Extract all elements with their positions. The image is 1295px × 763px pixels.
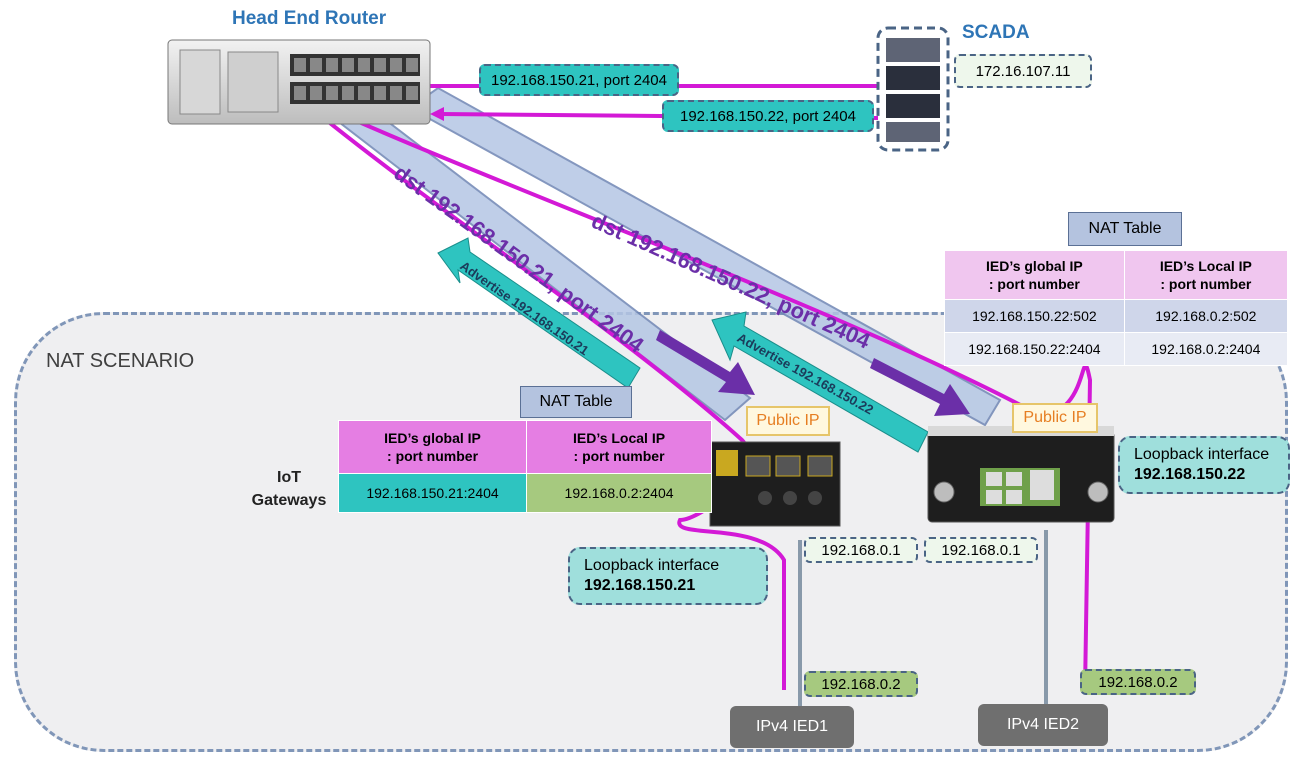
arrowhead-2 [430,107,444,121]
nat-table-2-header-global: IED’s global IP: port number [944,250,1125,300]
iot-gateway-1-device [709,441,841,527]
nat-table-1-title: NAT Table [520,386,632,418]
ied2-ip: 192.168.0.2 [1080,669,1196,695]
scada-server-device [876,26,950,152]
advertise-arrow-1 [437,237,641,389]
gateway-1-public-ip: Public IP [746,406,830,436]
head-end-router-device [167,39,431,125]
head-end-router-title: Head End Router [232,8,387,29]
ied1-device: IPv4 IED1 [730,706,854,748]
nat-table-2-title: NAT Table [1068,212,1182,246]
scada-ip: 172.16.107.11 [954,54,1092,88]
gateway-2-public-ip: Public IP [1012,403,1098,433]
gateway-2-lan-ip: 192.168.0.1 [924,537,1038,563]
advertise-arrow-2 [711,311,929,453]
link-label-2: 192.168.150.22, port 2404 [662,100,874,132]
scenario-label: NAT SCENARIO [46,350,195,372]
ied2-device: IPv4 IED2 [978,704,1108,746]
nat-table-1-header-global: IED’s global IP: port number [337,420,528,474]
tunnel-arrow-2 [870,358,970,416]
tunnel-arrow-1 [656,330,755,395]
table-row: 192.168.150.21:2404 192.168.0.2:2404 [337,473,712,513]
table-row: 192.168.150.22:502 192.168.0.2:502 [944,299,1289,333]
nat-table-1-header-local: IED’s Local IP: port number [526,420,712,474]
scada-title: SCADA [962,22,1030,43]
nat-table-2: IED’s global IP: port number IED’s Local… [944,250,1289,366]
ied1-ip: 192.168.0.2 [804,671,918,697]
nat-table-1: IED’s global IP: port number IED’s Local… [337,420,712,513]
gateway-1-lan-ip: 192.168.0.1 [804,537,918,563]
table-row: 192.168.150.22:2404 192.168.0.2:2404 [944,332,1289,366]
iot-gateway-2-device [927,426,1115,523]
nat-scenario-region [14,312,1288,752]
link-label-1: 192.168.150.21, port 2404 [479,64,679,96]
nat-table-2-header-local: IED’s Local IP: port number [1123,250,1289,300]
